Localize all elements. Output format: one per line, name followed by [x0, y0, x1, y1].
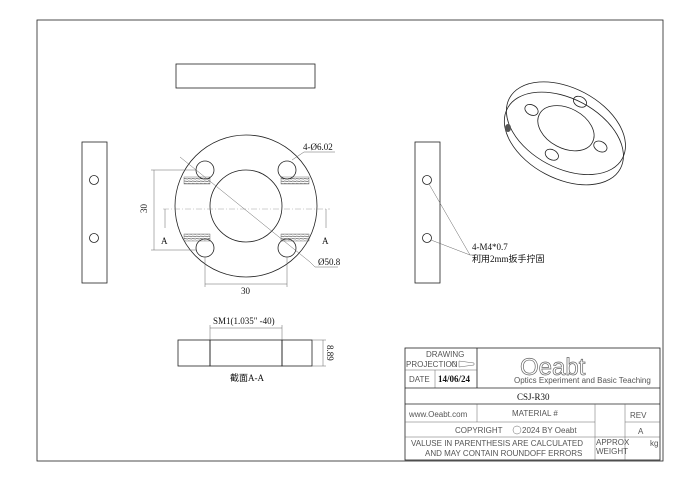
hole-diameter-dimension: 4-Ø6.02 [303, 142, 333, 152]
date-value: 14/06/24 [438, 374, 471, 384]
weight-unit: kg [650, 439, 658, 448]
sheet-border [36, 19, 664, 462]
right-side-view [414, 141, 482, 284]
projection-label: PROJECTION [406, 360, 458, 369]
section-label: 截面A-A [230, 372, 264, 383]
note-line-2: AND MAY CONTAIN ROUNDOFF ERRORS [425, 449, 582, 458]
rev-value: A [638, 427, 644, 436]
drawing-label: DRAWING [426, 350, 464, 359]
projection-symbol-icon [451, 361, 457, 367]
thickness-dimension: 8.89 [325, 345, 335, 361]
section-mark-left: A [161, 236, 168, 246]
outer-diameter-dimension: Ø50.8 [318, 257, 341, 267]
copyright-year: 2024 BY Oeabt [522, 426, 577, 435]
company-logo: Oeabt [520, 354, 586, 381]
horizontal-dimension: 30 [241, 286, 251, 296]
thread-dimension: SM1(1.035" -40) [213, 316, 275, 326]
copyright-label: COPYRIGHT [455, 426, 503, 435]
isometric-tapped-hole [505, 124, 511, 132]
title-block [404, 347, 661, 461]
website: www.Oeabt.com [408, 410, 468, 419]
front-view [151, 134, 338, 287]
section-view [177, 325, 326, 367]
part-number: CSJ-R30 [517, 392, 550, 402]
isometric-view [503, 81, 626, 186]
rev-label: REV [630, 411, 647, 420]
material-label: MATERIAL # [512, 409, 558, 418]
copyright-icon [512, 425, 522, 435]
weight-label: WEIGHT [596, 447, 628, 456]
approx-label: APPROX [596, 438, 630, 447]
date-label: DATE [409, 375, 430, 384]
vertical-dimension: 30 [139, 204, 149, 214]
left-side-view [81, 141, 108, 284]
note-line-1: VALUSE IN PARENTHESIS ARE CALCULATED [411, 439, 583, 448]
tapped-hole-note: 4-M4*0.7 [472, 242, 508, 252]
logo-subtitle: Optics Experiment and Basic Teaching [514, 376, 651, 385]
tapped-hole-note-2: 利用2mm扳手拧固 [472, 253, 545, 264]
section-mark-right: A [322, 236, 329, 246]
top-view [175, 63, 316, 89]
